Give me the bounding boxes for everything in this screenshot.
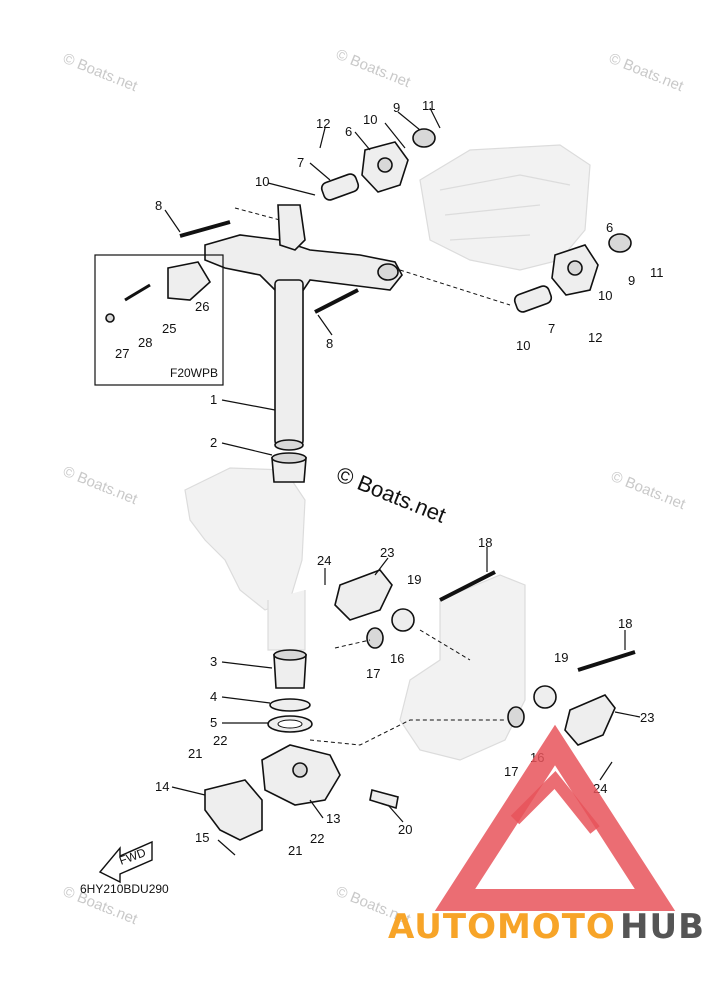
lower-case-ghost [399, 574, 526, 761]
callout-11: 11 [422, 98, 436, 113]
bolt-8-mid [314, 288, 359, 314]
connection-lines [234, 207, 511, 746]
callout-23: 23 [640, 710, 654, 725]
plate-20 [369, 789, 399, 810]
callout-18: 18 [618, 616, 632, 631]
washer-17-right [507, 706, 525, 728]
fwd-arrow: FWD [98, 840, 153, 884]
steering-arm [204, 204, 403, 451]
washer-9-left [412, 128, 436, 148]
cover-14 [204, 779, 263, 841]
callout-8: 8 [155, 198, 162, 213]
callout-10: 10 [363, 112, 377, 127]
automotohub-logo: AUTOMOTO HUB [388, 724, 705, 947]
brand-hub: HUB [620, 907, 705, 947]
callout-20: 20 [398, 822, 412, 837]
callout-25: 25 [162, 321, 176, 336]
watermark: © Boats.net [61, 50, 141, 96]
sleeve-7-right [513, 285, 553, 313]
watermark: © Boats.net [334, 46, 414, 92]
callout-22: 22 [310, 831, 324, 846]
callout-5: 5 [210, 715, 217, 730]
callout-8: 8 [326, 336, 333, 351]
bolt-18-left [439, 570, 496, 602]
washer-9-right [608, 233, 632, 253]
watermark: © Boats.net [61, 463, 141, 509]
callout-10: 10 [255, 174, 269, 189]
callout-2: 2 [210, 435, 217, 450]
clamp-bracket-ghost [184, 467, 306, 651]
callout-10: 10 [598, 288, 612, 303]
bolt-18-right [577, 650, 636, 672]
washer-17-left [366, 627, 384, 649]
callout-24: 24 [317, 553, 331, 568]
inset-label: F20WPB [170, 366, 218, 380]
callout-13: 13 [326, 811, 340, 826]
bushing-3 [273, 649, 307, 689]
callout-17: 17 [366, 666, 380, 681]
upper-mount-left [361, 141, 409, 193]
engine-block-ghost [419, 144, 591, 271]
mount-rubber-16-left [391, 608, 415, 632]
callout-19: 19 [407, 572, 421, 587]
callout-3: 3 [210, 654, 217, 669]
callout-1: 1 [210, 392, 217, 407]
callout-11: 11 [650, 265, 664, 280]
bolt-8-top [179, 220, 231, 238]
bushing-2 [271, 452, 307, 483]
diagram-code: 6HY210BDU290 [80, 882, 169, 896]
mount-rubber-16-right [533, 685, 557, 709]
callout-9: 9 [628, 273, 635, 288]
callout-6: 6 [606, 220, 613, 235]
callout-15: 15 [195, 830, 209, 845]
callout-7: 7 [548, 321, 555, 336]
callout-21: 21 [188, 746, 202, 761]
callout-4: 4 [210, 689, 217, 704]
mount-cover-23-right [564, 694, 616, 746]
callout-27: 27 [115, 346, 129, 361]
watermark: © Boats.net [607, 50, 687, 96]
lower-mount-bracket [261, 744, 341, 806]
callout-16: 16 [390, 651, 404, 666]
callout-7: 7 [297, 155, 304, 170]
sleeve-7-left [320, 173, 360, 201]
mount-cover-23-left [334, 569, 393, 621]
washer-4 [269, 698, 311, 712]
callout-17: 17 [504, 764, 518, 779]
brand-automoto: AUTOMOTO [388, 907, 616, 947]
inset-f20wpb: F20WPB [94, 254, 224, 386]
callout-10: 10 [516, 338, 530, 353]
callout-23: 23 [380, 545, 394, 560]
callout-12: 12 [588, 330, 602, 345]
callout-26: 26 [195, 299, 209, 314]
callout-18: 18 [478, 535, 492, 550]
callout-9: 9 [393, 100, 400, 115]
callout-21: 21 [288, 843, 302, 858]
callout-19: 19 [554, 650, 568, 665]
leader-lines [164, 107, 641, 856]
callout-22: 22 [213, 733, 227, 748]
center-watermark: © Boats.net [333, 461, 449, 527]
callout-12: 12 [316, 116, 330, 131]
callout-28: 28 [138, 335, 152, 350]
callout-6: 6 [345, 124, 352, 139]
watermark: © Boats.net [609, 468, 689, 514]
upper-mount-right [551, 244, 599, 296]
callout-14: 14 [155, 779, 169, 794]
